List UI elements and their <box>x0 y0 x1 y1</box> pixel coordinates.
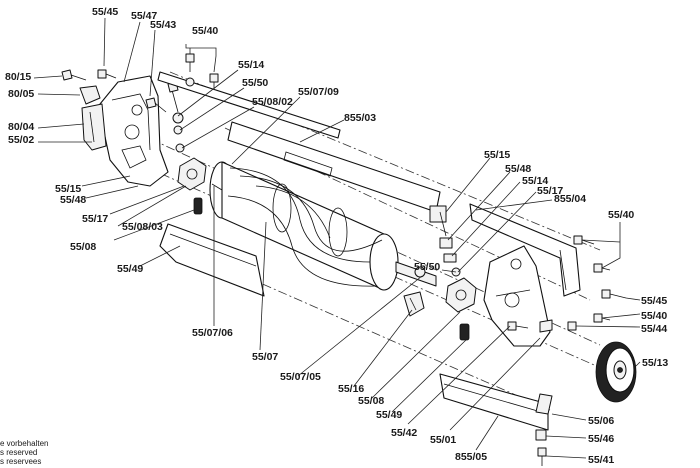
part-label: 55/40 <box>192 25 218 37</box>
part-label: 55/47 <box>131 10 157 22</box>
part-label: 55/02 <box>8 134 34 146</box>
leader-lines <box>33 17 641 459</box>
part-label: 80/15 <box>5 71 31 83</box>
part-label: 55/45 <box>641 295 667 307</box>
top-crossbar <box>227 121 447 223</box>
part-label: 55/14 <box>238 59 264 71</box>
left-star-knob <box>177 157 207 191</box>
part-label: 55/13 <box>642 357 668 369</box>
part-label: 55/43 <box>150 19 176 31</box>
right-star-knob <box>445 277 477 313</box>
part-label: 55/17 <box>82 213 108 225</box>
part-label: 55/07/06 <box>192 327 233 339</box>
right-spring <box>459 323 470 341</box>
part-label: 55/08/02 <box>252 96 293 108</box>
part-label: 55/06 <box>588 415 614 427</box>
cylinder-shaft <box>395 261 437 287</box>
part-label: 55/50 <box>242 77 268 89</box>
part-label: 855/03 <box>344 112 376 124</box>
right-screws <box>507 235 627 331</box>
part-label: 55/07/05 <box>280 371 321 383</box>
bearing-block <box>403 291 425 317</box>
left-clip <box>79 85 101 105</box>
part-label: 55/42 <box>391 427 417 439</box>
part-label: 855/05 <box>455 451 487 463</box>
part-label: 55/08/03 <box>122 221 163 233</box>
copyright-line: e vorbehalten <box>0 439 48 448</box>
part-label: 55/16 <box>338 383 364 395</box>
part-label: 80/05 <box>8 88 34 100</box>
part-label: 55/07 <box>252 351 278 363</box>
copyright-line: s reservees <box>0 457 41 466</box>
right-side-plate <box>483 245 553 347</box>
left-spring <box>193 197 203 215</box>
part-labels: 55/45 55/47 55/43 55/40 80/15 80/05 55/1… <box>5 6 668 466</box>
part-label: 55/48 <box>505 163 531 175</box>
top-rod <box>157 71 341 139</box>
roller-wheel <box>595 341 637 403</box>
left-bracket <box>81 103 107 151</box>
part-label: 55/50 <box>414 261 440 273</box>
part-label: 55/49 <box>117 263 143 275</box>
part-label: 55/15 <box>484 149 510 161</box>
bottom-screws <box>535 429 547 466</box>
copyright-line: s reserved <box>0 448 37 457</box>
top-screws <box>185 53 219 90</box>
part-label: 55/08 <box>70 241 96 253</box>
copyright-note: e vorbehalten s reserved s reservees <box>0 439 48 466</box>
right-bracket-rail <box>469 203 581 297</box>
bottom-blade <box>159 223 265 297</box>
part-label: 55/48 <box>60 194 86 206</box>
cutting-cylinder <box>209 161 399 291</box>
part-label: 55/15 <box>55 183 81 195</box>
part-label: 55/45 <box>92 6 118 18</box>
right-washers <box>439 211 461 277</box>
part-label: 55/49 <box>376 409 402 421</box>
part-label: 55/44 <box>641 323 667 335</box>
part-label: 55/46 <box>588 433 614 445</box>
part-label: 55/08 <box>358 395 384 407</box>
part-label: 55/01 <box>430 434 456 446</box>
part-label: 55/40 <box>608 209 634 221</box>
part-label: 55/07/09 <box>298 86 339 98</box>
bottom-rail <box>439 373 549 431</box>
left-screws <box>61 69 185 153</box>
part-label: 80/04 <box>8 121 34 133</box>
left-side-plate <box>99 75 169 187</box>
part-label: 55/40 <box>641 310 667 322</box>
part-label: 55/14 <box>522 175 548 187</box>
part-label: 55/17 <box>537 185 563 197</box>
part-label: 55/41 <box>588 454 614 466</box>
part-label: 855/04 <box>554 193 586 205</box>
bottom-bracket <box>535 393 553 415</box>
